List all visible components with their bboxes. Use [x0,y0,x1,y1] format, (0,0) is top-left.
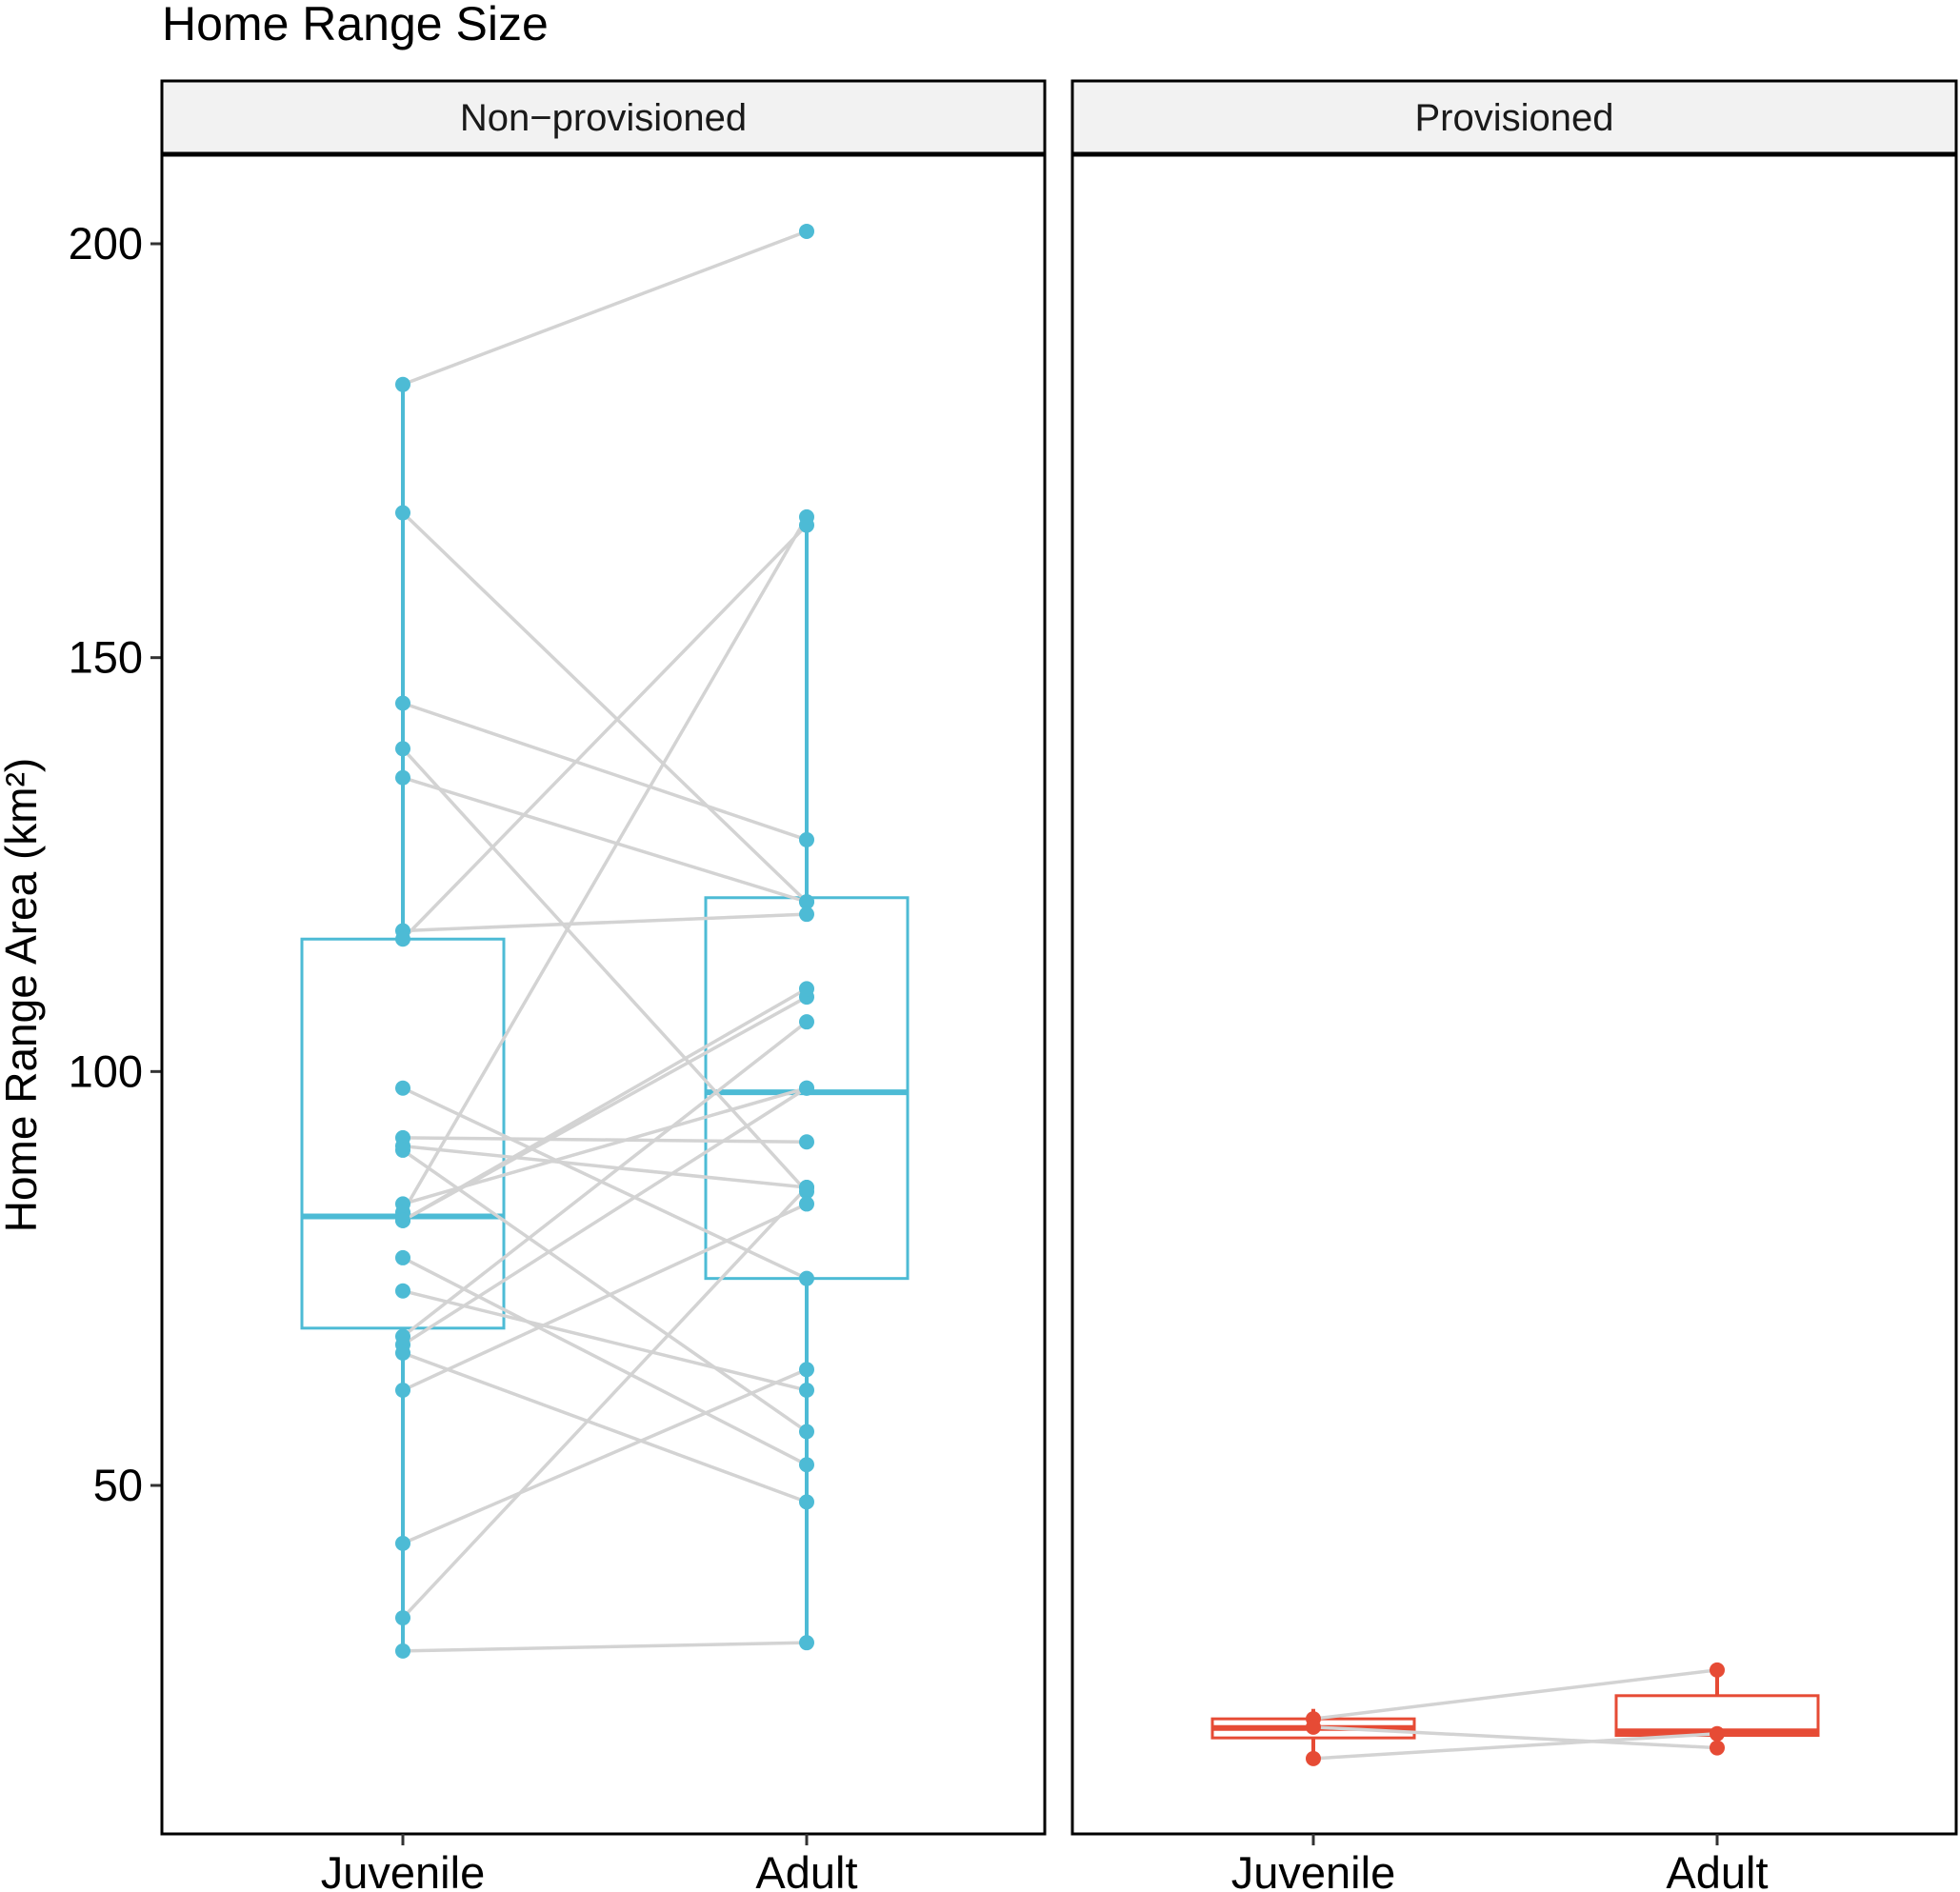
pair-line [402,1289,808,1392]
x-tick-label: Juvenile [1231,1847,1395,1892]
pair-line [401,1148,809,1433]
pair-line [402,986,808,1223]
data-point-juvenile [395,1283,410,1299]
pair-line [402,1136,808,1144]
pair-line [401,1185,809,1620]
data-point-adult [799,1080,814,1096]
pair-line [402,1641,808,1653]
pair-line [402,1086,808,1346]
pair-line [402,229,808,387]
data-point-juvenile [395,1535,410,1551]
facet-strip-label: Non−provisioned [460,97,747,139]
data-point-adult [799,1196,814,1212]
facet-strip-label: Provisioned [1414,97,1613,139]
pair-line [402,776,808,904]
pair-line [402,701,808,842]
data-point-juvenile [395,741,410,757]
data-point-juvenile [1306,1719,1321,1735]
pair-line [401,516,809,1213]
y-tick-label: 150 [69,632,143,683]
data-point-adult [799,894,814,910]
pair-line [401,1020,809,1338]
panel-border [1070,152,1958,1836]
data-point-adult [799,1383,814,1399]
facet-strip [160,79,1047,156]
data-point-adult [799,1635,814,1651]
data-point-adult [1710,1725,1725,1742]
x-tick-label: Juvenile [321,1847,485,1892]
data-point-juvenile [395,1643,410,1659]
facet-strip [1070,79,1958,156]
data-point-juvenile [395,505,410,521]
pair-line [1312,1668,1718,1721]
data-point-juvenile [1306,1750,1321,1766]
data-point-juvenile [395,1249,410,1265]
data-point-adult [799,1134,814,1150]
pair-line [402,1086,808,1281]
y-tick-label: 100 [69,1046,143,1096]
y-tick-label: 50 [93,1460,143,1510]
data-point-juvenile [395,769,410,786]
data-point-adult [799,508,814,525]
data-point-adult [799,906,814,923]
data-point-adult [799,831,814,847]
data-point-juvenile [395,695,410,711]
data-point-juvenile [395,1212,410,1228]
data-point-juvenile [395,1344,410,1361]
data-point-adult [799,1014,814,1030]
data-point-adult [799,1457,814,1473]
data-point-adult [799,1494,814,1510]
y-tick-label: 200 [69,218,143,269]
pair-line [402,1202,808,1392]
x-tick-label: Adult [755,1847,857,1892]
data-point-juvenile [395,1080,410,1096]
pair-line [1312,1725,1718,1750]
data-point-juvenile [395,1142,410,1158]
data-point-juvenile [395,376,410,392]
data-point-adult [1710,1740,1725,1756]
pair-line [402,1144,808,1189]
y-axis-label: Home Range Area (km²) [0,758,46,1233]
data-point-adult [799,1270,814,1286]
pair-line [402,1256,808,1466]
panel-border [160,152,1047,1836]
data-point-adult [799,1180,814,1196]
data-point-juvenile [395,1610,410,1626]
pair-line [402,1351,808,1504]
pair-line [401,524,809,941]
data-point-adult [799,1362,814,1378]
data-point-juvenile [395,1383,410,1399]
pair-line [402,912,808,933]
pair-line [402,1367,808,1545]
data-point-adult [799,223,814,239]
data-point-adult [1710,1662,1725,1678]
pair-line [1312,1732,1718,1761]
data-point-juvenile [395,931,410,947]
x-tick-label: Adult [1666,1847,1768,1892]
pair-line [401,511,809,904]
chart-title: Home Range Size [162,0,549,50]
pair-line [401,747,809,1193]
data-point-adult [799,1424,814,1440]
data-point-adult [799,981,814,997]
